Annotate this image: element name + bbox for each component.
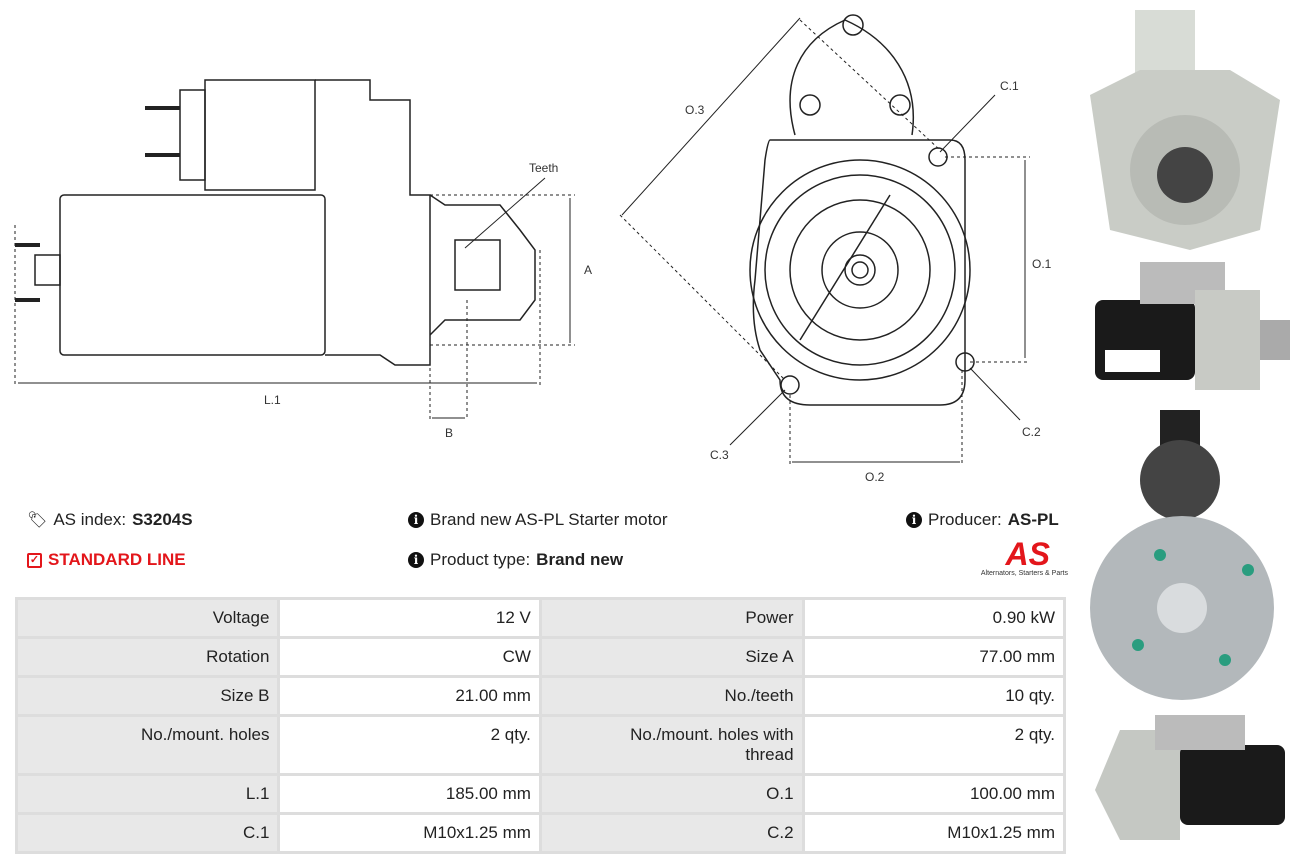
spec-label: Size A (538, 636, 805, 678)
description-text: Brand new AS-PL Starter motor (430, 510, 668, 529)
label-o2: O.2 (865, 470, 885, 484)
label-teeth: Teeth (529, 161, 559, 175)
spec-value: 100.00 mm (801, 773, 1067, 815)
spec-value: 185.00 mm (277, 773, 542, 815)
product-type-label: Product type: (430, 550, 531, 569)
label-o1: O.1 (1032, 257, 1052, 271)
front-view-diagram (619, 14, 1030, 465)
spec-label: No./teeth (538, 675, 805, 717)
producer: i Producer: AS-PL (906, 510, 1059, 530)
spec-label: No./mount. holes with thread (538, 714, 805, 776)
spec-label: C.2 (538, 812, 805, 854)
spec-label: No./mount. holes (14, 714, 281, 776)
standard-line-label: STANDARD LINE (48, 550, 186, 569)
logo-mark: AS (1005, 536, 1050, 572)
label-l1: L.1 (264, 393, 281, 407)
side-view-diagram (14, 79, 575, 420)
label-o3: O.3 (685, 103, 705, 117)
as-index-value: S3204S (132, 510, 193, 529)
spec-value: 2 qty. (801, 714, 1067, 776)
as-index-label: AS index: (53, 510, 127, 529)
product-photos (1090, 10, 1290, 840)
label-c3: C.3 (710, 448, 729, 462)
checkbox-icon: ✓ (27, 552, 42, 568)
producer-value: AS-PL (1007, 510, 1059, 529)
spec-label: O.1 (538, 773, 805, 815)
as-index: 🏷︎ AS index: S3204S (27, 510, 193, 530)
spec-label: Rotation (14, 636, 281, 678)
photo-side-1 (1095, 262, 1290, 390)
label-b: B (445, 426, 454, 440)
product-type: i Product type: Brand new (408, 550, 623, 570)
product-type-value: Brand new (536, 550, 624, 569)
logo-tagline: Alternators, Starters & Parts (980, 570, 1068, 577)
info-icon: i (408, 512, 424, 528)
spec-label: C.1 (14, 812, 281, 854)
info-icon: i (408, 552, 424, 568)
producer-label: Producer: (928, 510, 1002, 529)
label-c2: C.2 (1022, 425, 1041, 439)
spec-value: 21.00 mm (277, 675, 542, 717)
spec-label: Voltage (14, 597, 281, 639)
spec-value: CW (277, 636, 542, 678)
spec-value: M10x1.25 mm (277, 812, 542, 854)
spec-value: 2 qty. (277, 714, 542, 776)
spec-value: 10 qty. (801, 675, 1067, 717)
spec-label: Power (538, 597, 805, 639)
spec-value: 77.00 mm (801, 636, 1067, 678)
spec-value: M10x1.25 mm (801, 812, 1067, 854)
description: i Brand new AS-PL Starter motor (408, 510, 667, 530)
info-icon: i (906, 512, 922, 528)
photo-rear (1090, 410, 1274, 700)
tags-icon: 🏷︎ (27, 512, 48, 529)
spec-value: 12 V (277, 597, 542, 639)
photo-front-top (1090, 10, 1280, 250)
spec-value: 0.90 kW (801, 597, 1067, 639)
photo-side-2 (1095, 715, 1285, 840)
standard-line-badge: ✓ STANDARD LINE (27, 550, 186, 570)
as-pl-logo: AS Alternators, Starters & Parts (966, 538, 1068, 577)
spec-label: Size B (14, 675, 281, 717)
label-a: A (584, 263, 593, 277)
label-c1: C.1 (1000, 79, 1019, 93)
spec-label: L.1 (14, 773, 281, 815)
